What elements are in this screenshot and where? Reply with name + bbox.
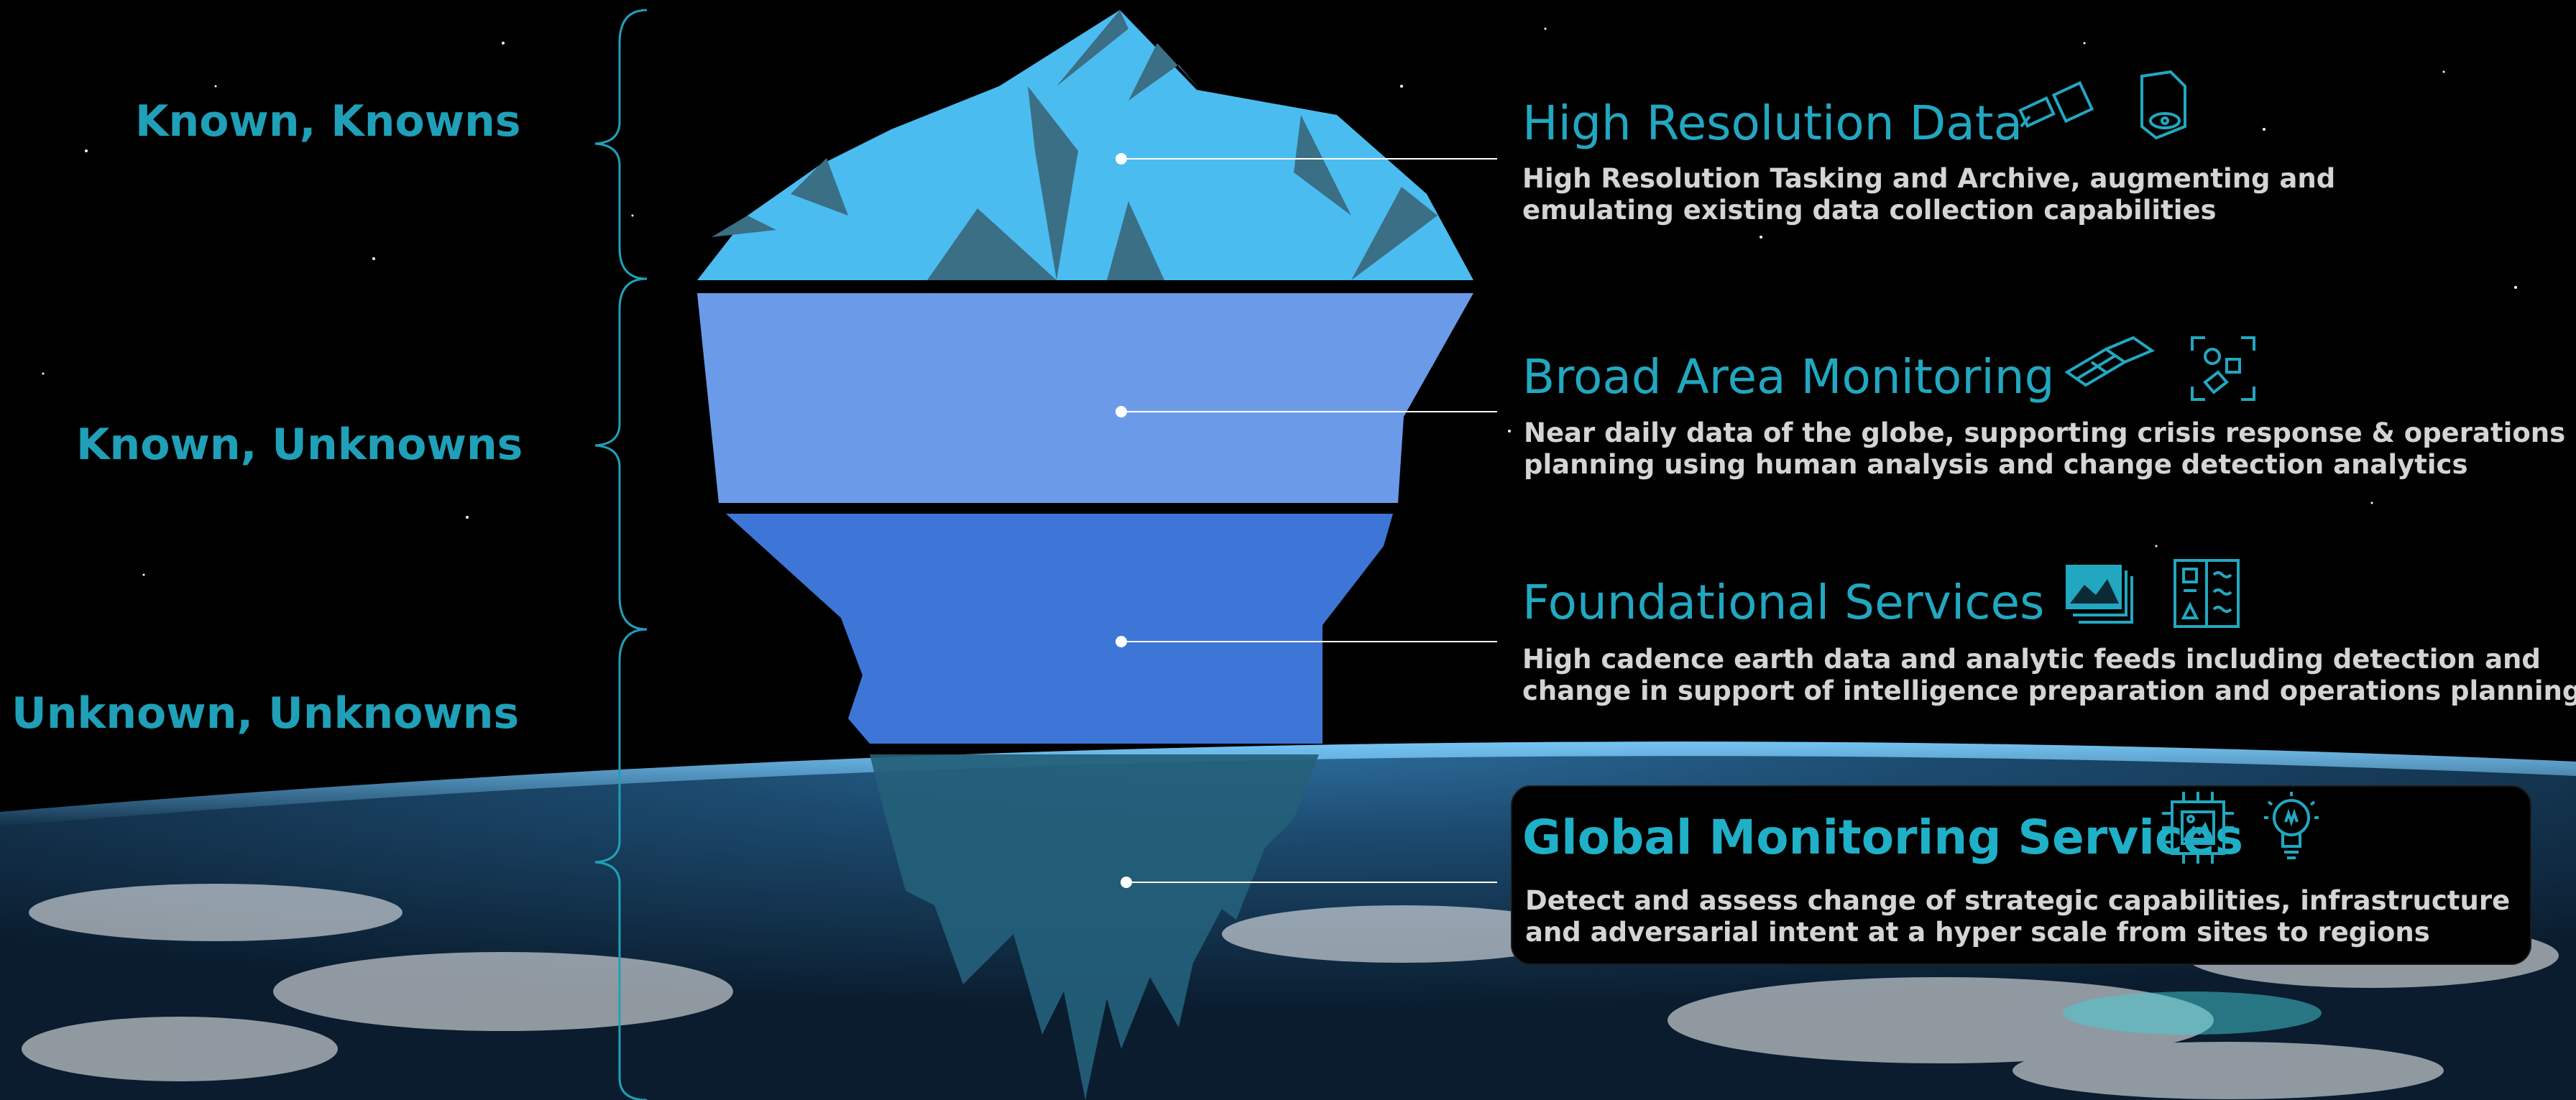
connector-dot-3 xyxy=(1116,636,1127,647)
image-stack-icon xyxy=(2066,565,2133,624)
object-detection-icon xyxy=(2191,336,2255,401)
desc-line: and adversarial intent at a hyper scale … xyxy=(1525,917,2430,948)
item-desc-broad-area-monitoring: Near daily data of the globe, supporting… xyxy=(1524,417,2566,481)
level-label-known-unknowns: Known, Unknowns xyxy=(76,420,523,470)
shallow-water xyxy=(2063,992,2322,1035)
desc-line: Detect and assess change of strategic ca… xyxy=(1525,885,2511,916)
highlight-card xyxy=(1511,785,2531,965)
connector-dot-1 xyxy=(1116,153,1127,165)
ai-chip-image-icon xyxy=(2162,792,2234,864)
desc-line: change in support of intelligence prepar… xyxy=(1522,675,2576,706)
level-label-unknown-unknowns: Unknown, Unknowns xyxy=(12,688,520,739)
dashboard-panel-icon xyxy=(2174,559,2240,628)
desc-line: High Resolution Tasking and Archive, aug… xyxy=(1522,163,2336,194)
iceberg xyxy=(697,10,1473,1100)
lightbulb-icon xyxy=(2264,792,2319,859)
connector-dot-2 xyxy=(1116,406,1127,417)
level-label-known-knowns: Known, Knowns xyxy=(135,96,521,147)
iceberg-tier-2 xyxy=(697,293,1473,503)
iceberg-tier-4 xyxy=(870,754,1319,1100)
iceberg-tier-3 xyxy=(726,514,1393,744)
desc-line: High cadence earth data and analytic fee… xyxy=(1522,644,2541,675)
connector-dots xyxy=(1116,153,1132,888)
connectors xyxy=(1121,158,1497,883)
stars xyxy=(42,27,2517,576)
satellite-icon xyxy=(2018,80,2094,128)
item-desc-foundational-services: High cadence earth data and analytic fee… xyxy=(1522,644,2576,707)
item-desc-global-monitoring-services: Detect and assess change of strategic ca… xyxy=(1525,885,2511,948)
clouds xyxy=(22,884,2559,1099)
brace-known-unknowns xyxy=(594,277,648,631)
connector-dot-4 xyxy=(1121,877,1132,888)
iceberg-tip xyxy=(697,10,1473,280)
item-title-foundational-services: Foundational Services xyxy=(1522,575,2045,630)
braces xyxy=(594,9,648,1100)
satellite-icon xyxy=(2064,336,2156,387)
item-title-broad-area-monitoring: Broad Area Monitoring xyxy=(1522,349,2055,405)
desc-line: planning using human analysis and change… xyxy=(1524,449,2468,480)
brace-unknown-unknowns xyxy=(594,628,648,1100)
item-title-global-monitoring-services: Global Monitoring Services xyxy=(1522,810,2244,865)
camera-sensor-icon xyxy=(2140,70,2186,140)
desc-line: Near daily data of the globe, supporting… xyxy=(1524,417,2566,448)
item-title-high-resolution-data: High Resolution Data xyxy=(1522,96,2023,151)
iceberg-tip-shadows xyxy=(712,10,1438,280)
desc-line: emulating existing data collection capab… xyxy=(1522,195,2217,226)
item-desc-high-resolution-data: High Resolution Tasking and Archive, aug… xyxy=(1522,163,2405,226)
brace-known-knowns xyxy=(594,9,648,280)
